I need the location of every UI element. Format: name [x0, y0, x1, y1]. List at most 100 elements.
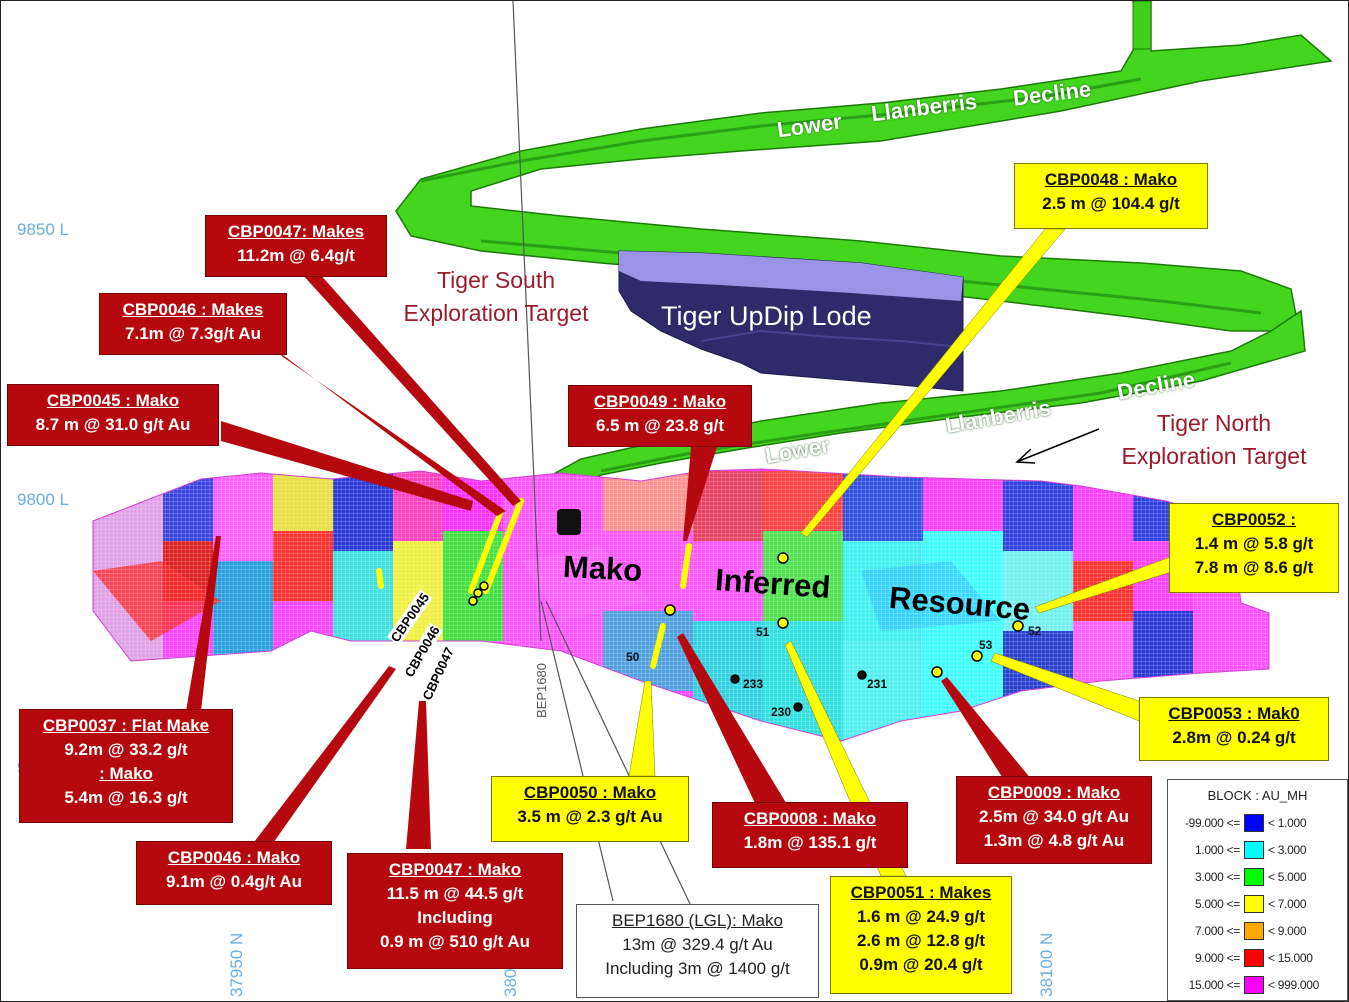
legend-low-bound: 1.000 <=	[1195, 842, 1240, 857]
callout-cbp0045-mako: CBP0045 : Mako 8.7 m @ 31.0 g/t Au	[7, 384, 219, 446]
callout-title: CBP0050 : Mako	[523, 783, 657, 802]
callout-line: 0.9m @ 20.4 g/t	[859, 955, 983, 974]
callout-line: 1.4 m @ 5.8 g/t	[1194, 534, 1314, 553]
legend-high-bound: < 9.000	[1268, 923, 1307, 938]
callout-cbp0046-makes: CBP0046 : Makes 7.1m @ 7.3g/t Au	[99, 293, 287, 355]
callout-title: CBP0046 : Makes	[122, 300, 264, 319]
callout-line: 2.5m @ 34.0 g/t Au	[978, 807, 1130, 826]
callout-line: 8.7 m @ 31.0 g/t Au	[35, 415, 191, 434]
legend-low-bound: -99.000 <=	[1184, 815, 1240, 830]
callout-title: CBP0037 : Flat Make	[42, 716, 210, 735]
callout-title: CBP0009 : Mako	[987, 783, 1121, 802]
callout-line: 6.5 m @ 23.8 g/t	[595, 416, 725, 435]
callout-cbp0037: CBP0037 : Flat Make 9.2m @ 33.2 g/t : Ma…	[19, 709, 233, 823]
legend-swatch	[1244, 867, 1264, 886]
callout-cbp0047-makes: CBP0047: Makes 11.2m @ 6.4g/t	[205, 215, 387, 277]
legend-high-bound: < 15.000	[1268, 950, 1313, 965]
northing-38100: 38100 N	[1037, 932, 1056, 997]
callout-title: CBP0051 : Makes	[850, 883, 992, 902]
northing-38000: 380	[501, 968, 520, 997]
point-label-53: 53	[979, 638, 993, 652]
callout-line: 7.1m @ 7.3g/t Au	[125, 324, 261, 343]
callout-line: 2.5 m @ 104.4 g/t	[1042, 194, 1180, 213]
callout-line: 2.8m @ 0.24 g/t	[1172, 728, 1296, 747]
callout-line: 1.6 m @ 24.9 g/t	[856, 907, 986, 926]
callout-cbp0053-mako: CBP0053 : Mak0 2.8m @ 0.24 g/t	[1139, 697, 1329, 761]
callout-line: 3.5 m @ 2.3 g/t Au	[517, 807, 663, 826]
legend-row: 3.000 <= < 5.000	[1168, 863, 1347, 890]
callout-line: 9.2m @ 33.2 g/t	[64, 740, 188, 759]
legend-high-bound: < 3.000	[1268, 842, 1307, 857]
callout-line: 11.2m @ 6.4g/t	[237, 246, 355, 265]
tiger-updip-lode-label: Tiger UpDip Lode	[661, 301, 872, 331]
callout-title: CBP0053 : Mak0	[1168, 704, 1300, 723]
callout-title: CBP0047 : Mako	[388, 860, 522, 879]
hole-label-bep1680: BEP1680	[534, 663, 549, 718]
legend-row: 15.000 <=< 999.000	[1168, 971, 1347, 998]
leader-lines	[186, 228, 1182, 877]
resource-block-model	[92, 468, 1270, 742]
callout-title: CBP0052 :	[1211, 510, 1297, 529]
legend-swatch	[1244, 813, 1264, 832]
point-label-230: 230	[771, 705, 792, 719]
callout-cbp0008-mako: CBP0008 : Mako 1.8m @ 135.1 g/t	[712, 802, 908, 868]
point-label-231: 231	[867, 677, 888, 691]
resource-word-mako: Mako	[562, 548, 644, 589]
tiger-north-line-2: Exploration Target	[1121, 443, 1307, 469]
callout-line: 11.5 m @ 44.5 g/t	[386, 884, 524, 903]
callout-title: CBP0008 : Mako	[743, 809, 877, 828]
callout-cbp0009-mako: CBP0009 : Mako 2.5m @ 34.0 g/t Au 1.3m @…	[956, 776, 1152, 864]
legend-row: 7.000 <= < 9.000	[1168, 917, 1347, 944]
callout-cbp0048-mako: CBP0048 : Mako 2.5 m @ 104.4 g/t	[1014, 163, 1208, 229]
grade-legend: BLOCK : AU_MH -99.000 <= < 1.000 1.000 <= <…	[1167, 779, 1348, 1001]
legend-swatch	[1244, 975, 1264, 994]
callout-cbp0051-makes: CBP0051 : Makes 1.6 m @ 24.9 g/t 2.6 m @…	[830, 876, 1012, 994]
callout-line: Including	[417, 908, 493, 927]
legend-low-bound: 3.000 <=	[1195, 869, 1240, 884]
point-label-233: 233	[743, 677, 764, 691]
legend-high-bound: < 5.000	[1268, 869, 1307, 884]
legend-high-bound: < 1.000	[1268, 815, 1307, 830]
tiger-updip-lode	[618, 250, 964, 392]
legend-swatch	[1244, 840, 1264, 859]
callout-title: BEP1680 (LGL): Mako	[611, 911, 784, 930]
callout-cbp0052: CBP0052 : 1.4 m @ 5.8 g/t 7.8 m @ 8.6 g/…	[1169, 503, 1339, 593]
callout-line: 1.8m @ 135.1 g/t	[743, 833, 877, 852]
callout-line: 9.1m @ 0.4g/t Au	[166, 872, 302, 891]
legend-swatch	[1244, 921, 1264, 940]
legend-high-bound: < 7.000	[1268, 896, 1307, 911]
callout-line: 1.3m @ 4.8 g/t Au	[983, 831, 1125, 850]
drill-hole-lines	[512, 1, 692, 907]
legend-low-bound: 15.000 <=	[1188, 977, 1241, 992]
legend-low-bound: 9.000 <=	[1195, 950, 1240, 965]
tiger-south-line-2: Exploration Target	[403, 300, 589, 326]
point-label-52: 52	[1028, 624, 1042, 638]
callout-cbp0046-mako: CBP0046 : Mako 9.1m @ 0.4g/t Au	[136, 841, 332, 905]
tiger-south-line-1: Tiger South	[436, 267, 556, 293]
callout-line: Including 3m @ 1400 g/t	[605, 959, 790, 978]
northing-37950: 37950 N	[227, 932, 246, 997]
callout-bep1680: BEP1680 (LGL): Mako 13m @ 329.4 g/t Au I…	[576, 904, 819, 998]
legend-row: 9.000 <= < 15.000	[1168, 944, 1347, 971]
sample-points	[468, 552, 1024, 712]
tiger-south-target: Tiger South Exploration Target	[391, 264, 601, 330]
callout-title: CBP0045 : Mako	[46, 391, 180, 410]
legend-low-bound: 7.000 <=	[1195, 923, 1240, 938]
legend-swatch	[1244, 894, 1264, 913]
callout-cbp0049-mako: CBP0049 : Mako 6.5 m @ 23.8 g/t	[568, 385, 752, 447]
level-9850: 9850 L	[17, 220, 69, 239]
callout-line: 7.8 m @ 8.6 g/t	[1194, 558, 1314, 577]
point-label-51: 51	[756, 625, 770, 639]
level-9800: 9800 L	[17, 490, 69, 509]
legend-low-bound: 5.000 <=	[1195, 896, 1240, 911]
callout-subtitle: : Mako	[99, 764, 153, 783]
callout-cbp0047-mako: CBP0047 : Mako 11.5 m @ 44.5 g/t Includi…	[347, 853, 563, 969]
legend-title: BLOCK : AU_MH	[1207, 788, 1308, 803]
tiger-north-target: Tiger North Exploration Target	[1109, 407, 1319, 473]
point-label-50: 50	[626, 650, 640, 664]
callout-title: CBP0049 : Mako	[593, 392, 727, 411]
callout-line: 13m @ 329.4 g/t Au	[622, 935, 773, 954]
tiger-north-line-1: Tiger North	[1156, 410, 1272, 436]
